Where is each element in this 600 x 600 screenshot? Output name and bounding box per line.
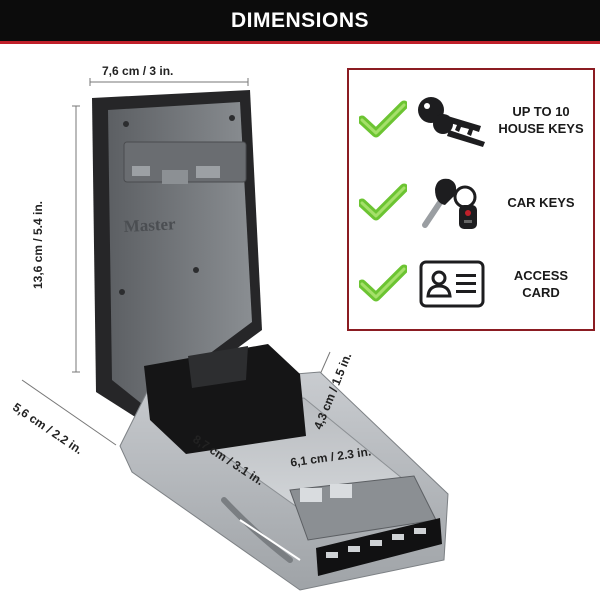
svg-text:Master: Master: [123, 214, 176, 236]
safe-body: [119, 344, 449, 591]
feature-car-keys: CAR KEYS: [349, 173, 593, 233]
feature-access-card: ACCESS CARD: [349, 254, 593, 314]
width-dimension-label: 7,6 cm / 3 in.: [102, 64, 174, 78]
access-card-icon: [419, 260, 485, 308]
features-panel: UP TO 10 HOUSE KEYS CAR KEYS: [347, 68, 595, 331]
house-keys-icon: [418, 97, 485, 147]
header-banner: DIMENSIONS: [0, 0, 600, 44]
height-dimension-label: 13,6 cm / 5.4 in.: [31, 200, 46, 290]
feature-label-access-card: ACCESS CARD: [513, 268, 569, 300]
feature-label-car-keys: CAR KEYS: [507, 195, 575, 210]
check-icon: [359, 183, 407, 221]
car-key-icon: [422, 178, 477, 229]
check-icon: [359, 264, 407, 302]
header-title: DIMENSIONS: [230, 8, 369, 32]
feature-label-house-keys: UP TO 10 HOUSE KEYS: [498, 104, 584, 136]
open-lid: Master: [92, 90, 262, 420]
feature-house-keys: UP TO 10 HOUSE KEYS: [349, 90, 593, 150]
check-icon: [359, 100, 407, 138]
